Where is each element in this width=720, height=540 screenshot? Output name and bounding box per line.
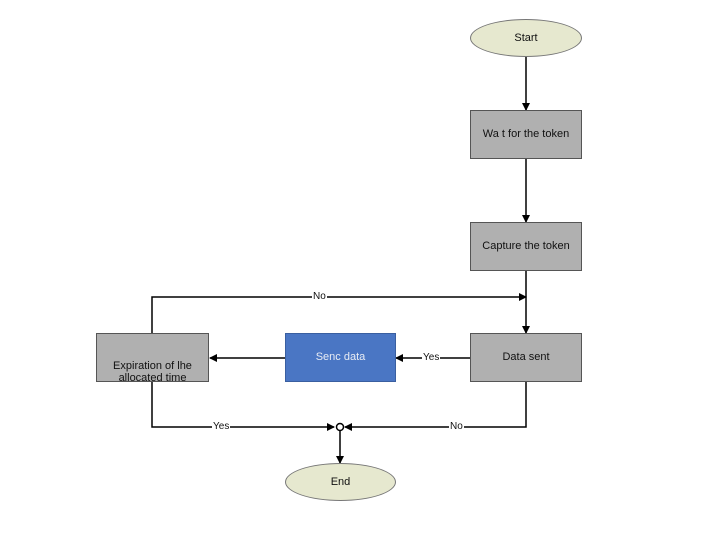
arrow-expiration-to-junction bbox=[151, 382, 335, 431]
expiration-node: Expiration of lhe allocated time bbox=[96, 333, 209, 382]
junction-connector bbox=[335, 422, 345, 432]
arrow-datasent-to-junction bbox=[344, 382, 527, 431]
start-node: Start bbox=[470, 19, 582, 57]
edge-label-yes-send: Yes bbox=[422, 352, 441, 363]
edge-label-yes-end: Yes bbox=[212, 421, 231, 432]
capture-token-node: Capture the token bbox=[470, 222, 582, 271]
expiration-node-label: Expiration of lhe allocated time bbox=[113, 359, 192, 382]
send-data-node: Senc data bbox=[285, 333, 396, 382]
data-sent-node: Data sent bbox=[470, 333, 582, 382]
wait-for-token-node: Wa t for the token bbox=[470, 110, 582, 159]
edge-label-no-end: No bbox=[449, 421, 464, 432]
edge-label-no-top: No bbox=[312, 291, 327, 302]
arrow-expiration-loop-no bbox=[151, 293, 527, 333]
end-node: End bbox=[285, 463, 396, 501]
